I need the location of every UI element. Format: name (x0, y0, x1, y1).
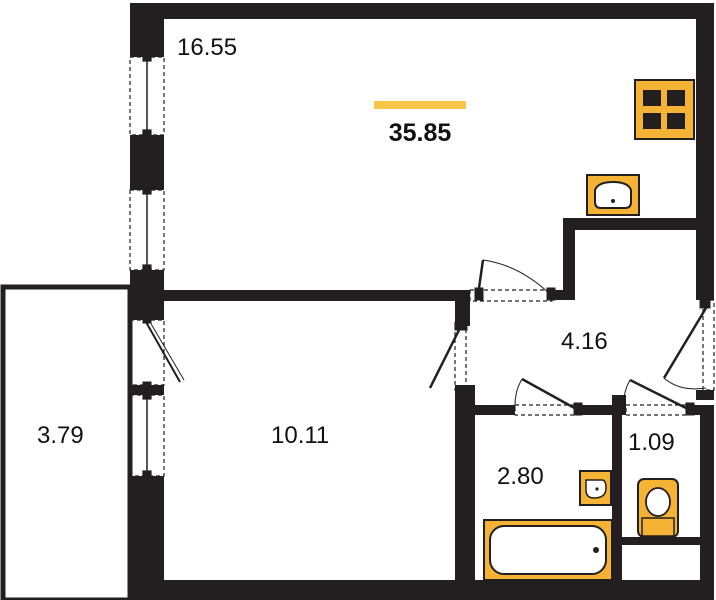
wall-hall-step-vertical (563, 218, 575, 300)
bath-door-opening (514, 404, 579, 416)
shaft-wall-top (612, 537, 714, 545)
outer-wall-left-2 (130, 135, 164, 190)
toilet-door-cap (685, 402, 695, 416)
living-room-area: 16.55 (177, 34, 237, 61)
outer-wall-bottom (130, 580, 475, 600)
balcony-door-leaf (145, 321, 181, 383)
toilet-icon (637, 478, 679, 538)
wall-hall-bath-1 (455, 405, 515, 415)
bathtub-icon (483, 519, 613, 581)
window-1-cap-bottom (142, 129, 152, 137)
outer-wall-left-4 (130, 476, 164, 600)
window-1-cap-top (142, 54, 152, 62)
wall-living-bedroom (164, 290, 470, 301)
outer-wall-right-upper (696, 3, 714, 228)
kitchen-sink-icon (586, 174, 640, 216)
bedroom-door-leaf (428, 329, 461, 389)
window-3-cap-top (142, 392, 152, 400)
window-2-cap-bottom (142, 264, 152, 272)
toilet-door-swing (623, 379, 631, 411)
bedroom-door-opening (454, 325, 467, 391)
bath-door-cap (573, 402, 583, 416)
balcony (0, 284, 133, 600)
balcony-area: 3.79 (37, 422, 84, 449)
toilet-area: 1.09 (628, 429, 675, 456)
outer-wall-left-stub-1 (130, 385, 164, 395)
wall-hall-step-horizontal (563, 218, 714, 230)
balcony-door-cap-2 (142, 381, 152, 388)
wall-corner-post (455, 290, 470, 326)
wall-hall-right-2 (696, 390, 714, 400)
wall-wet-right (700, 405, 714, 600)
living-door-swing (482, 259, 553, 297)
wall-hall-step-post (548, 290, 575, 300)
wall-wet-bottom (455, 580, 714, 600)
balcony-door-opening (129, 319, 165, 386)
toilet-door-leaf (629, 378, 691, 412)
balcony-door-leaf-2 (149, 321, 185, 381)
window-icon (129, 54, 165, 478)
doors (428, 259, 715, 416)
walls (130, 3, 714, 600)
bedroom-area: 10.11 (271, 422, 329, 449)
outer-wall-top (130, 3, 700, 19)
wall-bath-toilet (612, 405, 622, 600)
bath-door-swing (514, 378, 523, 411)
window-3-cap-bottom (142, 470, 152, 478)
window-2-cap-top (142, 187, 152, 195)
bathroom-area: 2.80 (497, 463, 544, 490)
wall-bedroom-bath (455, 395, 475, 600)
living-door-cap-2 (546, 287, 556, 301)
wall-hall-right-1 (696, 218, 714, 300)
wall-hall-bath-2 (578, 405, 626, 415)
entry-door-cap (699, 299, 711, 309)
total-area-bar (374, 101, 466, 109)
toilet-door-opening (625, 404, 687, 416)
entry-door-opening (702, 299, 715, 391)
entry-door-leaf (662, 307, 708, 379)
door-icon (129, 317, 185, 388)
bedroom-door-cap (454, 321, 468, 331)
balcony-outline (0, 284, 133, 600)
entry-door-swing (663, 377, 707, 390)
balcony-door-cap (142, 317, 152, 324)
outer-wall-left-3 (130, 270, 164, 320)
wall-hall-left-post (455, 385, 475, 405)
total-area-label: 35.85 (389, 119, 452, 147)
bath-door-leaf (521, 377, 579, 412)
hallway-area: 4.16 (561, 328, 608, 355)
bathroom-sink-icon (579, 470, 612, 506)
stove-icon (634, 79, 695, 140)
living-door-cap (474, 287, 484, 301)
outer-wall-left-1 (130, 3, 164, 57)
